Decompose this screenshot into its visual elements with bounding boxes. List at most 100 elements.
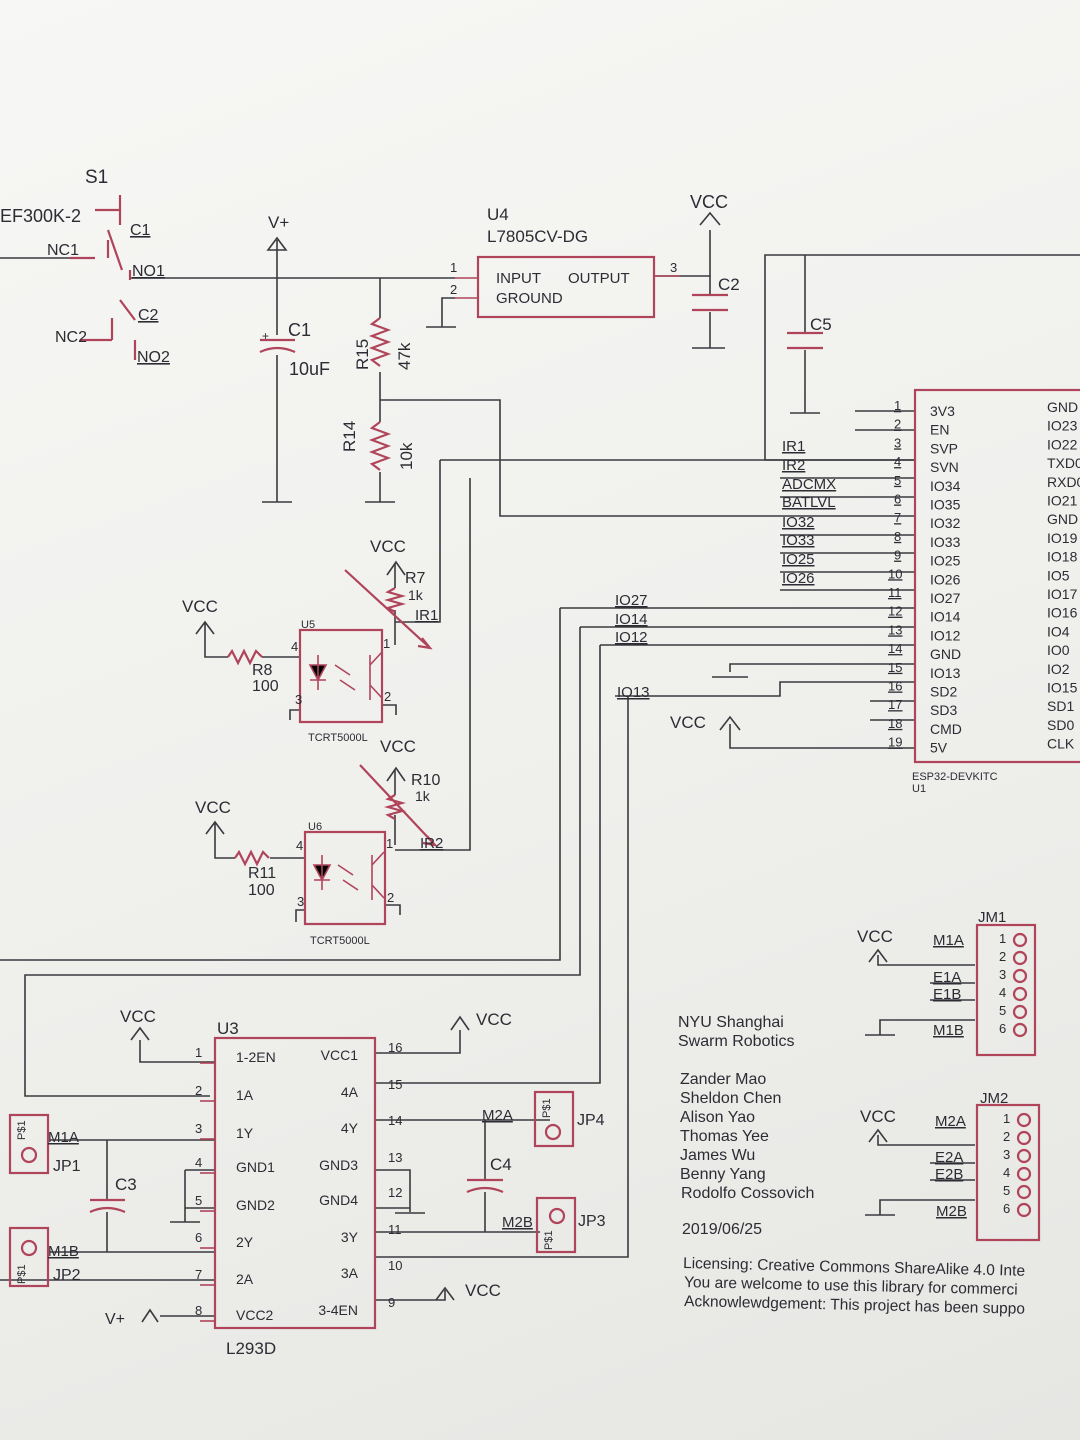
- u3-left-pin-label: 1A: [236, 1087, 254, 1103]
- c4-ref: C4: [490, 1155, 512, 1174]
- jm1-pin-circle: [1012, 986, 1028, 1002]
- esp32-left-pin-label: EN: [930, 422, 949, 438]
- u3-right-pin-number: 13: [388, 1150, 402, 1165]
- jp1-pad: P$1: [16, 1120, 28, 1140]
- u3-left-pin-label: GND1: [236, 1159, 275, 1175]
- esp32-right-pin-label: SD1: [1047, 698, 1074, 714]
- esp32-right-pin-label: RXD0: [1047, 474, 1080, 490]
- u3-ref: U3: [217, 1019, 239, 1038]
- jm2-e2b: E2B: [935, 1166, 963, 1183]
- r14-value: 10k: [397, 442, 416, 470]
- vcc-label-r7: VCC: [370, 537, 406, 556]
- jm1-ref: JM1: [978, 909, 1006, 926]
- u4-part: L7805CV-DG: [487, 227, 588, 246]
- esp32-pin-number: 4: [894, 454, 901, 469]
- jm1-m1a: M1A: [933, 932, 964, 949]
- power-labels: V+ VCC VCC VCC VCC VCC VCC VCC VCC VCC V…: [105, 192, 896, 1328]
- u3-left-pin-label: VCC2: [236, 1307, 274, 1323]
- jp1-net: M1A: [48, 1129, 79, 1146]
- s1-nc2: NC2: [55, 329, 87, 346]
- jm1-pin-circle: [1012, 968, 1028, 984]
- esp32-right-pin-label: TXD0: [1047, 455, 1080, 471]
- u5-sensor-symbol: [227, 569, 433, 724]
- jm2-pin-number: 3: [1003, 1147, 1010, 1162]
- s1-labels: S1 EF300K-2 C1 NC1 NO1 C2 NC2 NO2: [0, 167, 170, 366]
- esp32-pin-number: 2: [894, 417, 901, 432]
- jumper-labels: JP1 JP2 JP3 JP4 P$1 P$1 P$1 P$1 M1A M1B …: [16, 1098, 606, 1284]
- esp32-left-pin-label: 5V: [930, 740, 948, 756]
- u6-pin-1: 1: [386, 836, 393, 851]
- u6-ref: U6: [308, 821, 322, 833]
- esp32-left-pin-label: SVN: [930, 459, 959, 475]
- credits-name-6: Benny Yang: [680, 1166, 766, 1183]
- u3-left-pin-label: 2A: [236, 1271, 254, 1287]
- vcc-label-u3-9: VCC: [465, 1281, 501, 1300]
- s1-c1: C1: [130, 222, 151, 239]
- jm1-e1b: E1B: [933, 986, 961, 1003]
- esp32-right-pin-label: SD0: [1047, 717, 1074, 733]
- vcc-label-jm1: VCC: [857, 927, 893, 946]
- u6-labels: U6 TCRT5000L R10 1k R11 100 IR2 1 2 3 4: [248, 772, 443, 947]
- jp1-ref: JP1: [53, 1158, 81, 1175]
- esp32-left-pin-label: IO27: [930, 590, 961, 606]
- esp32-pin-number: 1: [894, 398, 901, 413]
- u4-pin-2: 2: [450, 282, 457, 297]
- u3-right-pin-label: GND3: [319, 1157, 358, 1173]
- c5-ref: C5: [810, 315, 832, 334]
- esp32-left-pin-label: GND: [930, 646, 961, 662]
- jm1-e1a: E1A: [933, 969, 961, 986]
- credits-name-5: James Wu: [680, 1147, 755, 1164]
- u5-ref: U5: [301, 619, 315, 631]
- u3-left-pin-number: 7: [195, 1267, 202, 1282]
- esp32-left-pin-label: SD2: [930, 684, 957, 700]
- jp3-pad: P$1: [543, 1230, 555, 1250]
- net-io13: IO13: [617, 684, 650, 701]
- net-io25: IO25: [782, 551, 815, 568]
- u4-output: OUTPUT: [568, 270, 630, 287]
- u3-right-pin-label: 4A: [341, 1084, 359, 1100]
- u4-pin-3: 3: [670, 260, 677, 275]
- net-adcmx: ADCMX: [782, 476, 836, 493]
- esp32-right-pin-label: IO18: [1047, 549, 1078, 565]
- esp32-pin-number: 19: [888, 735, 902, 750]
- net-io26: IO26: [782, 570, 815, 587]
- u3-left-pin-label: 1Y: [236, 1125, 254, 1141]
- u4-pin-1: 1: [450, 260, 457, 275]
- jm1-pin-circle: [1012, 1004, 1028, 1020]
- vplus-label-u3: V+: [105, 1311, 125, 1328]
- esp32-right-pin-label: CLK: [1047, 736, 1075, 752]
- jm1-pin-number: 6: [999, 1021, 1006, 1036]
- r15-ref: R15: [353, 339, 372, 370]
- u4-ref: U4: [487, 205, 509, 224]
- jm-connector-symbols: [975, 923, 1041, 1242]
- c3-ref: C3: [115, 1175, 137, 1194]
- u3-labels: U3 L293D C3 C4 1-2EN11A21Y3GND14GND252Y6…: [115, 1019, 512, 1358]
- credits-block: NYU Shanghai Swarm Robotics Zander Mao S…: [678, 1014, 1025, 1318]
- u3-part: L293D: [226, 1339, 276, 1358]
- esp32-right-pin-label: IO16: [1047, 605, 1078, 621]
- jm1-pin-number: 1: [999, 931, 1006, 946]
- r10-ref: R10: [411, 772, 440, 789]
- esp32-pin-number: 15: [888, 660, 902, 675]
- jm2-ref: JM2: [980, 1090, 1008, 1107]
- u5-pin-4: 4: [291, 639, 298, 654]
- u6-pin-2: 2: [387, 890, 394, 905]
- jp2-pad: P$1: [16, 1264, 28, 1284]
- credits-name-1: Zander Mao: [680, 1071, 766, 1088]
- r15-value: 47k: [395, 342, 414, 370]
- esp32-right-pin-label: IO4: [1047, 623, 1070, 639]
- c1-value: 10uF: [289, 359, 330, 379]
- c4-capacitor-symbol: [466, 1178, 504, 1194]
- c5-capacitor-symbol: [787, 331, 823, 350]
- u3-left-pin-label: GND2: [236, 1197, 275, 1213]
- u3-right-pin-number: 10: [388, 1258, 402, 1273]
- u3-left-pin-number: 5: [195, 1193, 202, 1208]
- divider-labels: R15 47k R14 10k: [340, 339, 416, 470]
- c3-capacitor-symbol: [89, 1198, 126, 1214]
- esp32-right-pin-label: IO21: [1047, 493, 1078, 509]
- u4-input: INPUT: [496, 270, 541, 287]
- jm2-pin-number: 2: [1003, 1129, 1010, 1144]
- esp32-left-pin-label: CMD: [930, 721, 962, 737]
